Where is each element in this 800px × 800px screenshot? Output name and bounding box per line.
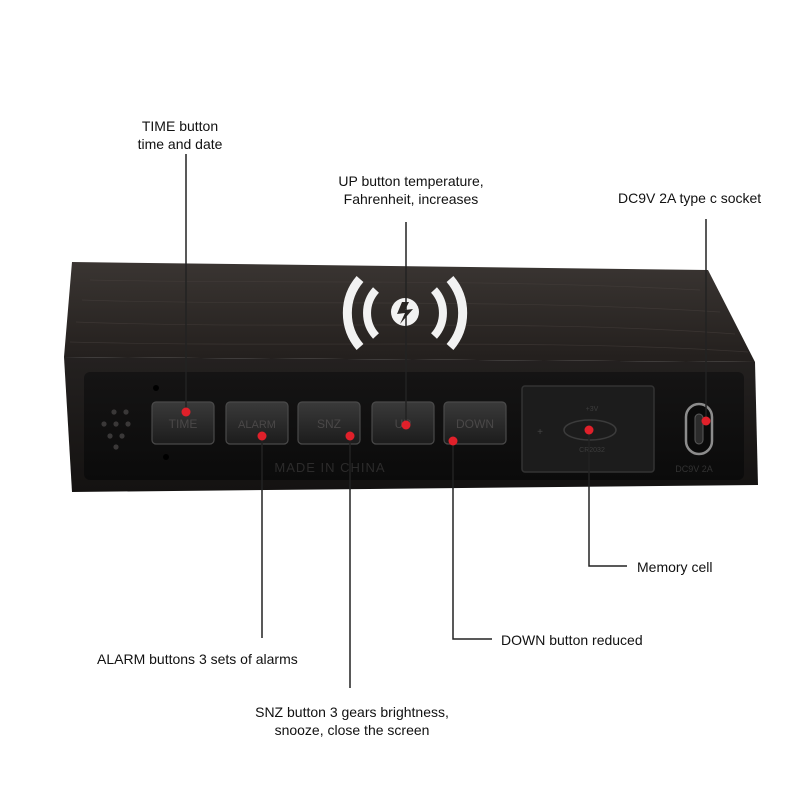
callout-dc-socket: DC9V 2A type c socket [618,190,762,206]
leader-lines [185,154,707,688]
callout-memory-cell: Memory cell [637,559,713,575]
callout-snz-button: SNZ button 3 gears brightness, snooze, c… [255,704,449,738]
button-group: TIMEALARMSNZUPDOWN [151,401,507,445]
button-body[interactable] [297,401,361,445]
marker-alarm [257,431,267,441]
front-button-alarm[interactable]: ALARM [225,401,289,445]
marker-up [401,420,411,430]
sensor-hole [163,454,169,460]
front-button-down[interactable]: DOWN [443,401,507,445]
leader-down [452,441,492,640]
button-label: TIME [169,417,198,431]
callout-down-button: DOWN button reduced [501,632,643,648]
markers [181,407,711,446]
callout-alarm-button: ALARM buttons 3 sets of alarms [97,651,298,667]
callout-time-button: TIME button time and date [137,118,223,152]
made-in-label: MADE IN CHINA [274,460,385,475]
marker-snz [345,431,355,441]
marker-time [181,407,191,417]
screw-icon: + [537,427,543,438]
speaker-grille-icon [101,409,131,450]
callout-up-button: UP button temperature, Fahrenheit, incre… [338,173,484,207]
battery-top-label: +3V [586,406,599,413]
button-body[interactable] [225,401,289,445]
usb-c-port-icon[interactable] [684,402,714,456]
button-label: ALARM [238,419,276,431]
button-label: DOWN [456,417,494,431]
front-button-time[interactable]: TIME [151,401,215,445]
battery-slot [563,419,617,441]
marker-memory [584,425,594,435]
leader-memory [588,430,627,567]
power-rating-label: DC9V 2A [675,464,713,474]
marker-down [448,436,458,446]
front-button-snz[interactable]: SNZ [297,401,361,445]
sensor-hole [153,385,159,391]
battery-bottom-label: CR2032 [579,447,605,454]
button-label: SNZ [317,417,341,431]
button-body[interactable] [443,401,507,445]
button-body[interactable] [151,401,215,445]
marker-dc [701,416,711,426]
wireless-charging-icon [342,276,468,350]
